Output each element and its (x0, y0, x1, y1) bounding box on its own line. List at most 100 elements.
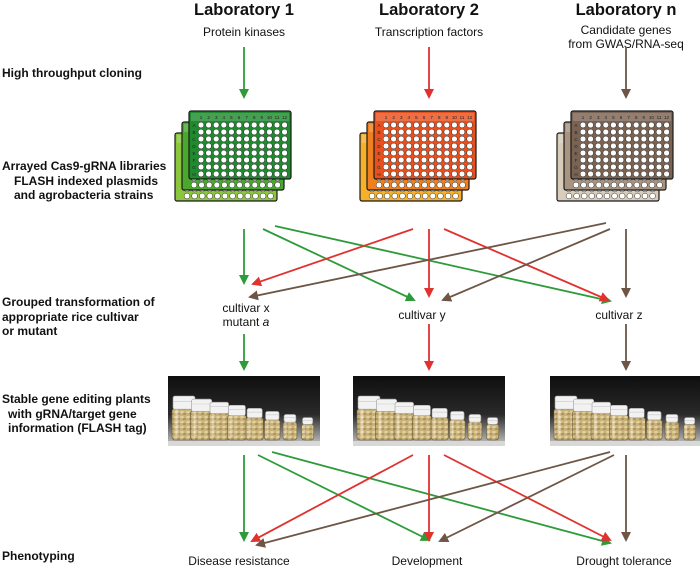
stage-plants-line1: Stable gene editing plants (2, 392, 151, 406)
arrow-lab2-to-cultivar-z (443, 228, 610, 302)
plate-lab2-front-row-label: G (377, 165, 381, 170)
plate-lab2-front-row-label: C (377, 137, 381, 142)
plate-lab1-front-col-label: 10 (267, 115, 273, 120)
plate-labn-front-row-label: C (574, 137, 578, 142)
phenotype-drought-tolerance: Drought tolerance (576, 554, 672, 568)
cultivar-x-mutant-label: mutant (222, 315, 263, 329)
arrow-plants2-to-drought (443, 454, 612, 541)
plate-lab1-front-col-label: 2 (207, 115, 210, 120)
plate-lab1-back (174, 132, 278, 202)
plate-lab2-middle (366, 121, 470, 191)
lab-2-subtitle: Transcription factors (374, 25, 484, 39)
plate-lab1-front-row-label: H (192, 172, 195, 177)
plate-lab2-front-col-label: 7 (430, 115, 433, 120)
plate-labn-front-col-label: 4 (605, 115, 608, 120)
stage-phenotyping: Phenotyping (2, 549, 75, 563)
plate-lab2-front-row-label: B (377, 130, 380, 135)
seed-jars-photo-lab2 (353, 376, 505, 446)
arrow-layer (239, 47, 631, 548)
plate-lab1-front-col-label: 12 (282, 115, 288, 120)
plate-lab2-front-row-label: A (377, 123, 380, 128)
stage-transformation-line2: appropriate rice cultivar (2, 309, 139, 324)
arrow-plantsn-to-development (438, 454, 615, 542)
arrow-lab1-to-cultivar-y (262, 228, 416, 302)
plate-lab1-front-col-label: 5 (230, 115, 233, 120)
lab-2-title: Laboratory 2 (379, 1, 479, 19)
stage-libraries-line3: and agrobacteria strains (14, 188, 154, 202)
plate-lab2-front-row-label: D (377, 144, 381, 149)
plate-lab2-front-col-label: 1 (385, 115, 388, 120)
cultivar-x: cultivar x mutant a (222, 301, 269, 329)
cultivar-x-mutant-italic: a (262, 315, 270, 329)
plate-labn-front-row-label: E (574, 151, 577, 156)
cultivar-z: cultivar z (595, 308, 643, 322)
arrow-plants1-to-drought (271, 451, 612, 546)
stage-libraries-line1: Arrayed Cas9-gRNA libraries (2, 159, 167, 173)
stage-libraries-line2: FLASH indexed plasmids (14, 173, 159, 188)
cultivar-x-line2: mutant a (222, 315, 270, 329)
stage-transformation: Grouped transformation of appropriate ri… (2, 295, 155, 339)
plate-lab2-front-col-label: 3 (400, 115, 403, 120)
phenotype-disease-resistance: Disease resistance (188, 554, 290, 568)
plate-lab2-front-row-label: F (378, 158, 381, 163)
arrow-plants1-to-development (257, 454, 431, 541)
plate-labn-back (556, 132, 660, 202)
stage-plants: Stable gene editing plants with gRNA/tar… (2, 392, 151, 436)
plate-lab1-front-row-label: A (192, 123, 195, 128)
plate-lab1-front-row-label: E (192, 151, 195, 156)
arrow-lab2-to-cultivar-x (251, 228, 414, 287)
arrow-labn-to-cultivar-y (441, 228, 611, 302)
plate-lab1-front-col-label: 6 (238, 115, 241, 120)
plate-lab1-front-col-label: 4 (223, 115, 226, 120)
plate-lab1-front-row-label: G (192, 165, 196, 170)
stage-libraries: Arrayed Cas9-gRNA libraries FLASH indexe… (2, 159, 166, 203)
plate-lab1-front-col-label: 7 (245, 115, 248, 120)
plate-lab2-front-col-label: 11 (460, 115, 465, 120)
stage-plants-line3: information (FLASH tag) (8, 421, 147, 435)
plate-lab1-front-row-label: C (192, 137, 196, 142)
lab-n-subtitle: Candidate genes from GWAS/RNA-seq (568, 23, 684, 51)
photo-layer (168, 376, 700, 446)
arrow-lab1-to-cultivar-z (274, 225, 612, 305)
plate-lab1-front-row-label: B (192, 130, 195, 135)
plate-lab1-front-col-label: 1 (200, 115, 203, 120)
plate-lab2-back (359, 132, 463, 202)
plate-labn-front-row-label: D (574, 144, 578, 149)
arrow-plantsn-to-disease (255, 451, 611, 548)
plate-lab1-front-row-label: F (193, 158, 196, 163)
plate-labn-front-col-label: 9 (643, 115, 646, 120)
seed-jars-photo-labn (550, 376, 700, 446)
arrow-plants2-to-disease (250, 454, 414, 542)
plate-lab2-front-row-label: H (377, 172, 380, 177)
lab-n-subtitle-line1: Candidate genes (580, 23, 672, 37)
plate-labn-front-col-label: 5 (612, 115, 615, 120)
lab-1-title: Laboratory 1 (194, 1, 294, 19)
plate-lab2-front-col-label: 5 (415, 115, 418, 120)
arrow-labn-to-cultivar-x (248, 222, 607, 301)
plate-lab2-front-row-label: E (377, 151, 380, 156)
plate-labn-front-col-label: 10 (649, 115, 655, 120)
cultivar-x-line1: cultivar x (222, 301, 270, 315)
plate-labn-front-row-label: F (575, 158, 578, 163)
plate-labn-front-col-label: 1 (582, 115, 585, 120)
plate-lab2-front-col-label: 10 (452, 115, 458, 120)
plate-labn-front-col-label: 6 (620, 115, 623, 120)
lab-1-subtitle: Protein kinases (202, 25, 286, 39)
stage-plants-line2: with gRNA/target gene (8, 406, 137, 421)
plate-labn-middle (563, 121, 667, 191)
plate-lab1-front-col-label: 3 (215, 115, 218, 120)
plate-labn-front-row-label: A (574, 123, 577, 128)
plate-lab2-front-col-label: 6 (423, 115, 426, 120)
plate-lab2-front-col-label: 12 (467, 115, 473, 120)
plate-lab2-front-col-label: 8 (438, 115, 441, 120)
plate-labn-front-row-label: H (574, 172, 577, 177)
plate-lab2-front-col-label: 2 (392, 115, 395, 120)
